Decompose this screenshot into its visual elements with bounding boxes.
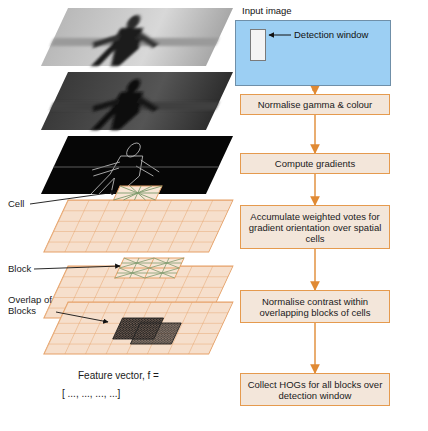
- flow-arrow: [314, 174, 315, 205]
- overlap-grid: [44, 302, 233, 354]
- process-box: Compute gradients: [240, 153, 390, 174]
- part-label: Block: [8, 263, 48, 274]
- part-label: Overlap of Blocks: [8, 294, 58, 316]
- callout-label: Detection window: [294, 29, 368, 40]
- leader-line: [56, 312, 108, 322]
- process-box: Normalise gamma & colour: [240, 94, 390, 115]
- photo-plane: [41, 8, 233, 66]
- process-box: Collect HOGs for all blocks over detecti…: [240, 373, 390, 406]
- feature-vector-label: Feature vector, f =: [78, 370, 198, 381]
- callout-arrow-line: [269, 35, 291, 36]
- node-heading: Input image: [242, 5, 292, 16]
- box-text: Accumulate weighted votes for gradient o…: [245, 211, 385, 244]
- feature-vector-label: [ ..., ..., ..., ...]: [62, 388, 222, 399]
- leader-line: [34, 266, 120, 269]
- process-box: Normalise contrast within overlapping bl…: [240, 290, 390, 323]
- cell-histogram: [113, 186, 162, 200]
- leader-line: [30, 192, 116, 204]
- input-image-box: Input imageDetection window: [235, 20, 391, 86]
- detection-window: [250, 29, 266, 61]
- gamma-plane: [41, 72, 233, 130]
- process-box: Accumulate weighted votes for gradient o…: [240, 205, 390, 249]
- box-text: Compute gradients: [275, 158, 355, 169]
- cell-grid: [44, 200, 233, 252]
- box-text: Normalise contrast within overlapping bl…: [245, 296, 385, 318]
- part-label: Cell: [8, 198, 48, 209]
- block-histogram: [115, 258, 184, 278]
- flow-arrow: [314, 115, 315, 153]
- flow-arrow: [313, 86, 315, 94]
- gradient-plane: [41, 136, 233, 194]
- box-text: Collect HOGs for all blocks over detecti…: [245, 379, 385, 401]
- callout-arrow: [267, 29, 297, 41]
- flow-arrow: [314, 323, 315, 373]
- box-text: Normalise gamma & colour: [258, 99, 373, 110]
- flow-arrow: [314, 249, 315, 290]
